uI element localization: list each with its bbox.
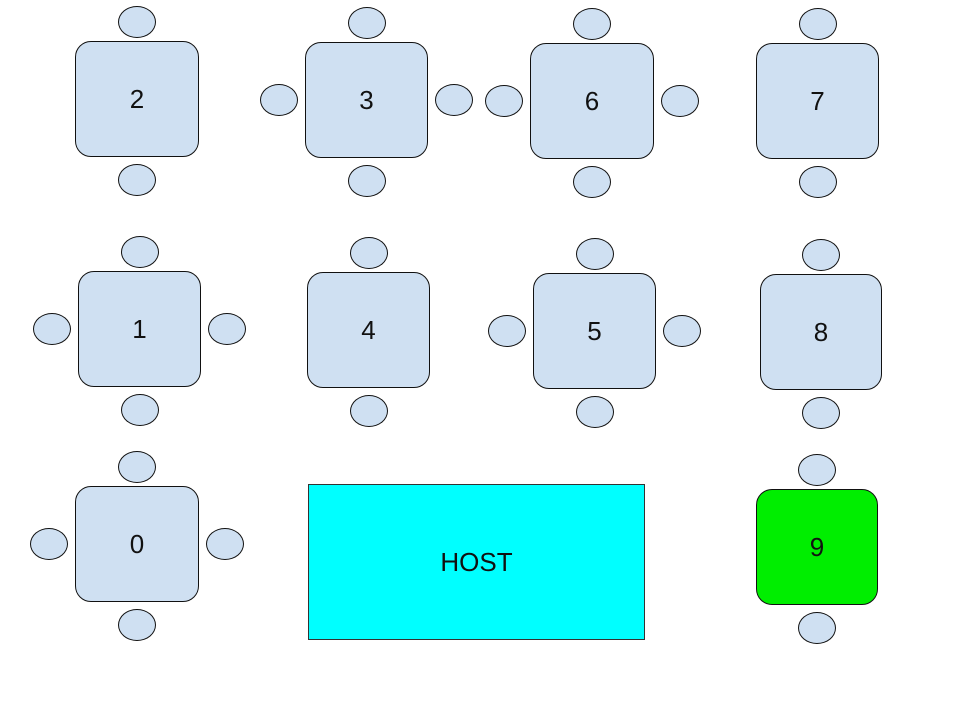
- table-4[interactable]: 4: [307, 272, 430, 388]
- chair-right-table-0[interactable]: [206, 528, 244, 560]
- chair-right-table-1[interactable]: [208, 313, 246, 345]
- chair-bottom-table-4[interactable]: [349, 395, 388, 427]
- chair-bottom-table-7[interactable]: [798, 166, 837, 198]
- chair-top-table-6[interactable]: [573, 8, 611, 40]
- table-number-label: 8: [813, 316, 829, 347]
- chair-top-table-8[interactable]: [802, 239, 840, 271]
- chair-right-table-6[interactable]: [661, 85, 699, 117]
- host-stand: HOST: [308, 484, 645, 640]
- chair-top-table-5[interactable]: [575, 238, 614, 270]
- table-9[interactable]: 9: [756, 489, 878, 605]
- chair-top-table-7[interactable]: [798, 8, 837, 40]
- table-number-label: 5: [587, 315, 602, 346]
- table-number-label: 3: [359, 84, 374, 115]
- table-5[interactable]: 5: [533, 273, 656, 389]
- chair-top-table-2[interactable]: [118, 6, 156, 38]
- chair-top-table-0[interactable]: [118, 451, 156, 483]
- table-3[interactable]: 3: [305, 42, 428, 158]
- chair-left-table-6[interactable]: [485, 85, 523, 117]
- chair-top-table-4[interactable]: [349, 237, 388, 269]
- chair-bottom-table-8[interactable]: [802, 397, 840, 429]
- host-label: HOST: [440, 546, 513, 577]
- chair-right-table-5[interactable]: [663, 315, 701, 347]
- chair-left-table-3[interactable]: [260, 84, 298, 116]
- chair-left-table-5[interactable]: [488, 315, 526, 347]
- table-0[interactable]: 0: [75, 486, 199, 602]
- chair-left-table-1[interactable]: [33, 313, 71, 345]
- chair-bottom-table-5[interactable]: [575, 396, 614, 428]
- table-number-label: 2: [129, 83, 145, 114]
- table-1[interactable]: 1: [78, 271, 201, 387]
- chair-top-table-9[interactable]: [798, 454, 836, 486]
- table-7[interactable]: 7: [756, 43, 879, 159]
- table-number-label: 4: [361, 314, 376, 345]
- table-6[interactable]: 6: [530, 43, 654, 159]
- chair-bottom-table-1[interactable]: [120, 394, 159, 426]
- chair-bottom-table-2[interactable]: [118, 164, 156, 196]
- chair-left-table-0[interactable]: [30, 528, 68, 560]
- chair-bottom-table-6[interactable]: [573, 166, 611, 198]
- chair-bottom-table-3[interactable]: [347, 165, 386, 197]
- chair-bottom-table-9[interactable]: [798, 612, 836, 644]
- table-number-label: 9: [809, 531, 825, 562]
- chair-right-table-3[interactable]: [435, 84, 473, 116]
- chair-top-table-3[interactable]: [347, 7, 386, 39]
- chair-top-table-1[interactable]: [120, 236, 159, 268]
- chair-bottom-table-0[interactable]: [118, 609, 156, 641]
- table-8[interactable]: 8: [760, 274, 882, 390]
- table-number-label: 6: [584, 85, 600, 116]
- table-number-label: 0: [129, 528, 145, 559]
- table-number-label: 7: [810, 85, 825, 116]
- table-number-label: 1: [132, 313, 147, 344]
- table-2[interactable]: 2: [75, 41, 199, 157]
